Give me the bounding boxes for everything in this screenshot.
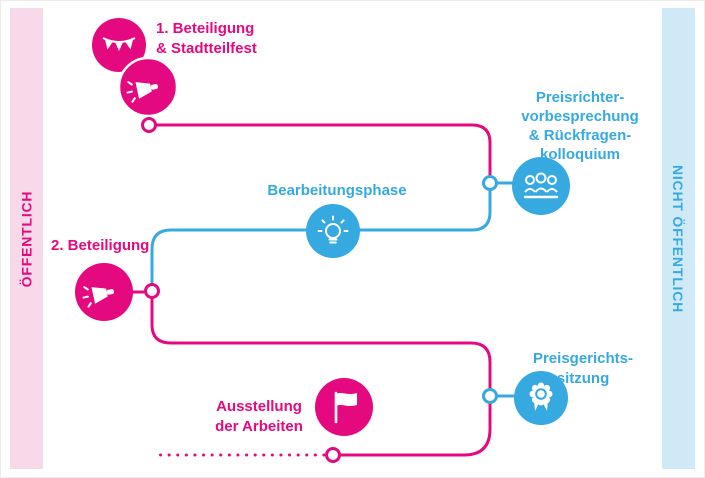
megaphone-icon [126, 81, 158, 103]
label-line: Preisrichter- [535, 89, 625, 106]
connector-nodes [141, 117, 498, 463]
label-line: Preisgerichts- [532, 350, 634, 367]
label-line: vorbesprechung [521, 108, 639, 125]
node-3 [144, 283, 160, 299]
station-preisgerichtssitzung [514, 371, 568, 425]
connector-4 [332, 394, 492, 457]
node-2 [482, 175, 498, 191]
megaphone-icon [82, 286, 114, 308]
label-preisrichtervorbesprechung: Preisrichter- vorbesprechung & Rückfrage… [495, 88, 665, 164]
connector-1 [147, 78, 492, 185]
award-icon [529, 382, 553, 411]
label-line: kolloquium [540, 146, 620, 163]
bunting-icon [102, 37, 136, 51]
station-bearbeitungsphase [306, 204, 360, 258]
label-line: 1. Beteiligung [156, 20, 255, 37]
label-line: Bearbeitungsphase [267, 182, 407, 199]
connector-3 [150, 289, 492, 398]
station-beteiligung-1 [92, 18, 179, 118]
station-preisrichtervorbesprechung [512, 157, 570, 215]
label-line: sitzung [556, 370, 610, 387]
node-1 [141, 117, 157, 133]
label-beteiligung-1: 1. Beteiligung & Stadtteilfest [156, 19, 257, 59]
node-4 [482, 388, 498, 404]
label-line: & Rückfragen- [528, 127, 632, 144]
label-line: & Stadtteilfest [156, 40, 257, 57]
jury-icon [523, 172, 559, 199]
label-line: Ausstellung [216, 398, 302, 415]
station-disc [315, 378, 373, 436]
label-bearbeitungsphase: Bearbeitungsphase [257, 181, 417, 201]
station-ausstellung [315, 378, 373, 436]
non-public-band: NICHT ÖFFENTLICH [662, 8, 695, 469]
flag-icon [334, 391, 357, 424]
public-band: ÖFFENTLICH [10, 8, 43, 469]
lightbulb-icon [317, 215, 349, 244]
label-preisgerichtssitzung: Preisgerichts- sitzung [508, 349, 658, 389]
node-5 [325, 447, 341, 463]
label-ausstellung: Ausstellung der Arbeiten [203, 397, 315, 437]
station-disc [306, 204, 360, 258]
label-line: 2. Beteiligung [51, 237, 150, 254]
station-beteiligung-2 [75, 263, 133, 321]
station-disc [512, 157, 570, 215]
label-beteiligung-2: 2. Beteiligung [51, 236, 149, 256]
label-line: der Arbeiten [215, 418, 303, 435]
